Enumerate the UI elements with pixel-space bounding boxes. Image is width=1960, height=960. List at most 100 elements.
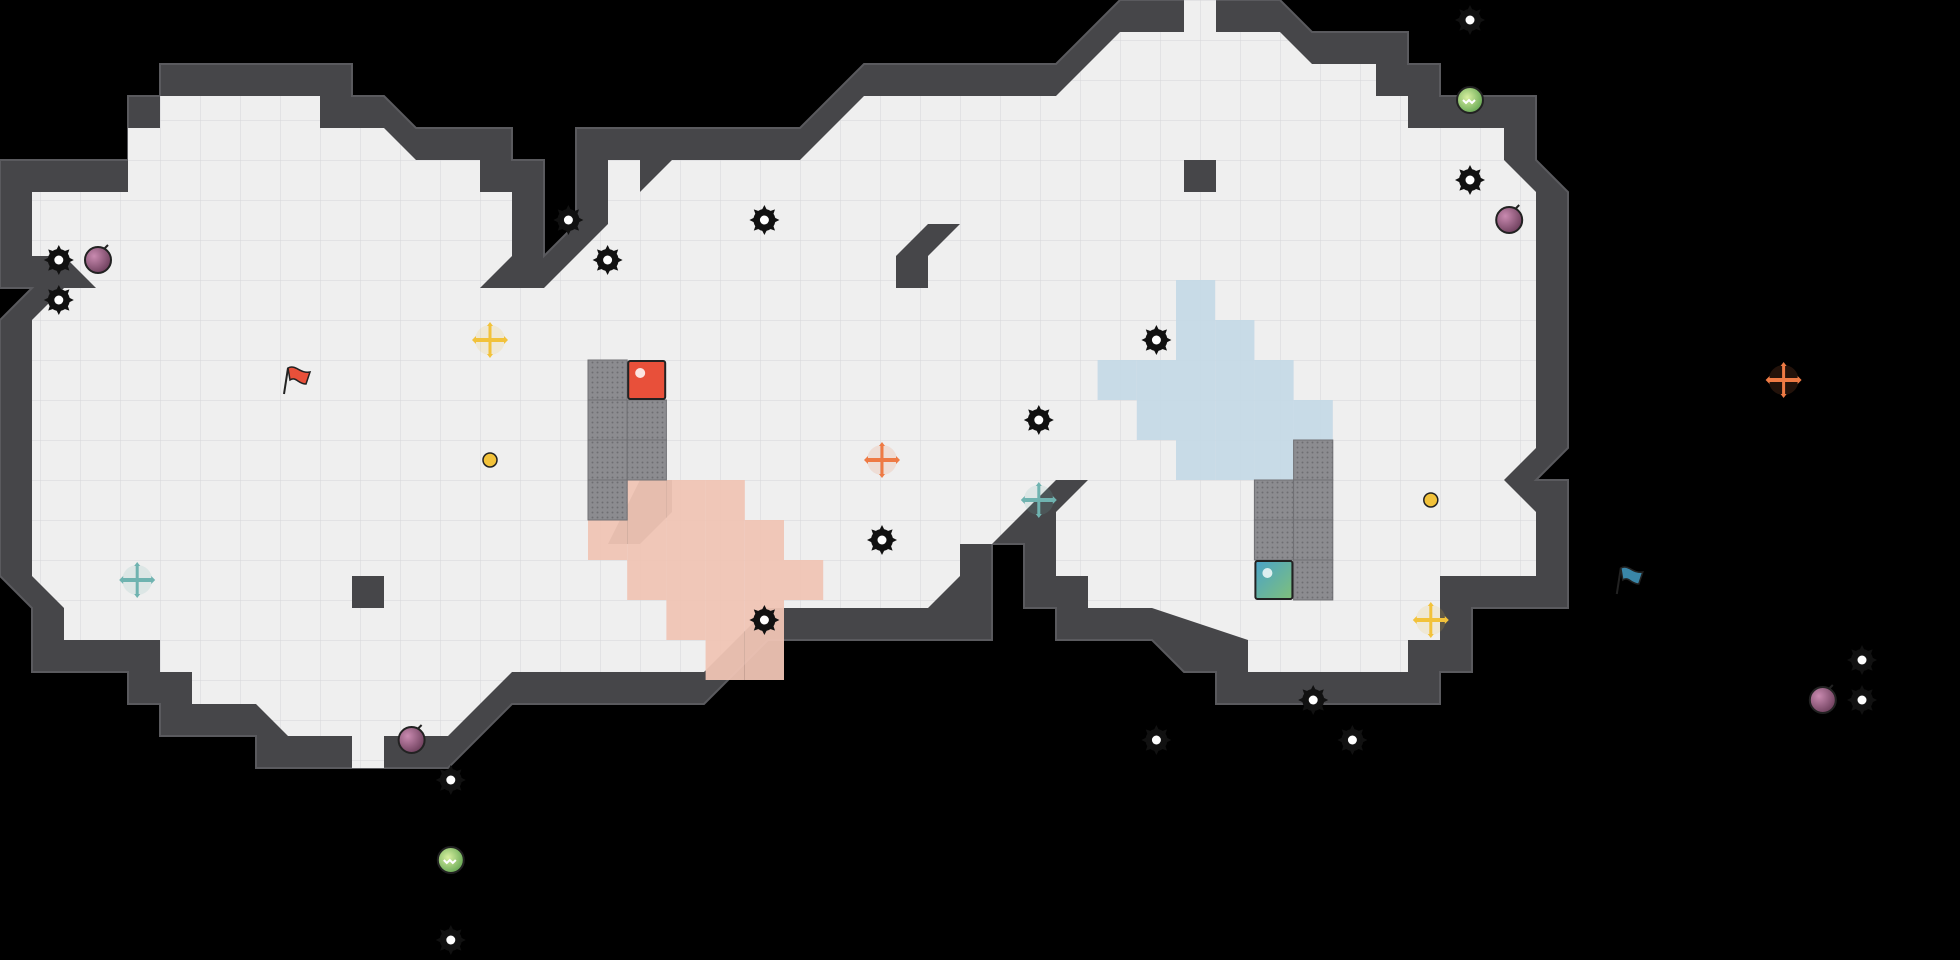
red-zone-tile — [588, 520, 628, 560]
teal-boost-icon-arrows — [119, 562, 156, 598]
blue-flag-icon-cloth — [1619, 566, 1644, 585]
bomb-fuse — [103, 244, 109, 250]
yellow-boost-icon-arrows — [1412, 602, 1449, 638]
spike-icon — [592, 245, 623, 275]
blue-zone-tile — [1176, 360, 1216, 400]
spike-icon — [1455, 5, 1485, 35]
gate-tile — [1253, 479, 1295, 521]
red-zone-tile — [627, 520, 667, 560]
gate-tile — [626, 439, 667, 481]
gate-tile — [587, 479, 628, 521]
blue-zone-tile — [1136, 360, 1176, 400]
spike-icon — [1023, 405, 1054, 435]
blue-zone-tile — [1215, 400, 1255, 440]
red-zone-tile — [666, 560, 706, 600]
bomb-fuse — [1514, 204, 1520, 210]
yellow-boost-icon-arrows — [472, 322, 508, 358]
blue-zone-tile — [1176, 280, 1216, 320]
spike-icon — [43, 285, 74, 315]
orange-boost-icon-arrows — [864, 442, 900, 478]
orange-boost-icon-arrows — [1765, 362, 1802, 398]
orange-boost-icon — [1765, 362, 1802, 398]
red-zone-tile — [666, 600, 706, 640]
powerup-wave — [443, 858, 457, 865]
spike-icon — [1141, 325, 1172, 355]
blue-flag-icon — [1615, 566, 1644, 595]
teal-boost-icon — [119, 562, 156, 598]
teal-boost-icon — [1020, 482, 1057, 518]
bomb-fuse — [1828, 684, 1834, 690]
blue-zone-tile — [1215, 360, 1255, 400]
red-zone-tile — [627, 480, 667, 520]
red-flag-icon — [283, 366, 312, 395]
blue-zone-tile — [1176, 400, 1216, 440]
red-zone-tile — [705, 640, 745, 680]
blue-zone-tile — [1097, 360, 1137, 400]
bomb-icon — [1495, 204, 1524, 234]
spike-icon — [1141, 725, 1172, 755]
floor-layer — [32, 0, 1536, 768]
blue-flag-icon-pole — [1615, 567, 1622, 595]
blue-zone-tile — [1254, 360, 1294, 400]
bomb-icon — [84, 244, 112, 274]
blue-zone-tile — [1254, 400, 1294, 440]
blue-zone-tile — [1254, 440, 1294, 480]
teal-boost-icon-arrows — [1020, 482, 1057, 518]
red-zone-tile — [705, 600, 745, 640]
red-zone-tile — [744, 640, 784, 680]
orange-boost-icon — [864, 442, 900, 478]
red-zone-tile — [784, 560, 824, 600]
red-zone-tile — [705, 520, 745, 560]
red-endzone-fill — [627, 360, 667, 400]
bomb-icon — [1808, 684, 1837, 714]
gate-tiles — [587, 359, 1334, 601]
spike-icon — [1337, 725, 1368, 755]
spike-icon — [43, 245, 74, 275]
red-zone-tile — [744, 520, 784, 560]
yellow-boost-icon — [472, 322, 508, 358]
blue-zone-tile — [1176, 440, 1216, 480]
spike-icon — [749, 605, 780, 635]
red-zone-tile — [744, 560, 784, 600]
team-zones — [588, 280, 1333, 680]
spike-icon — [749, 205, 780, 235]
spike-icon — [435, 925, 466, 955]
blue-zone-tile — [1215, 320, 1255, 360]
powerup-icon — [1456, 86, 1484, 114]
blue-zone-tile — [1293, 400, 1333, 440]
bomb-body — [1495, 206, 1524, 234]
spike-icon — [867, 525, 897, 555]
gate-tile — [1293, 439, 1334, 481]
blue-zone-tile — [1136, 400, 1176, 440]
spike-icon — [553, 205, 584, 235]
entity-layer — [43, 5, 1877, 955]
red-endzone-tile — [627, 360, 667, 400]
gate-tile — [587, 439, 628, 481]
blue-endzone-tile — [1254, 560, 1294, 600]
gate-tile — [587, 399, 628, 441]
red-zone-tile — [705, 560, 745, 600]
red-zone-tile — [627, 560, 667, 600]
bomb-fuse — [416, 724, 423, 730]
red-zone-tile — [666, 480, 706, 520]
spike-icon — [1847, 645, 1877, 675]
gate-tile — [1293, 519, 1334, 561]
gate-tile — [626, 399, 667, 441]
blue-zone-tile — [1215, 440, 1255, 480]
spike-icon — [1298, 685, 1329, 715]
spike-icon — [435, 765, 466, 795]
powerup-wave — [1462, 98, 1476, 105]
spike-icon — [1455, 165, 1485, 195]
gate-tile — [1293, 559, 1334, 601]
red-flag-icon-pole — [283, 367, 289, 395]
gate-tile — [1253, 519, 1295, 561]
gate-tile — [587, 359, 628, 401]
coin-icon — [1423, 492, 1439, 508]
blue-zone-tile — [1176, 320, 1216, 360]
bomb-icon — [397, 724, 426, 754]
red-flag-icon-cloth — [287, 366, 312, 385]
coin-icon — [482, 452, 498, 468]
blue-endzone-fill — [1254, 560, 1294, 600]
